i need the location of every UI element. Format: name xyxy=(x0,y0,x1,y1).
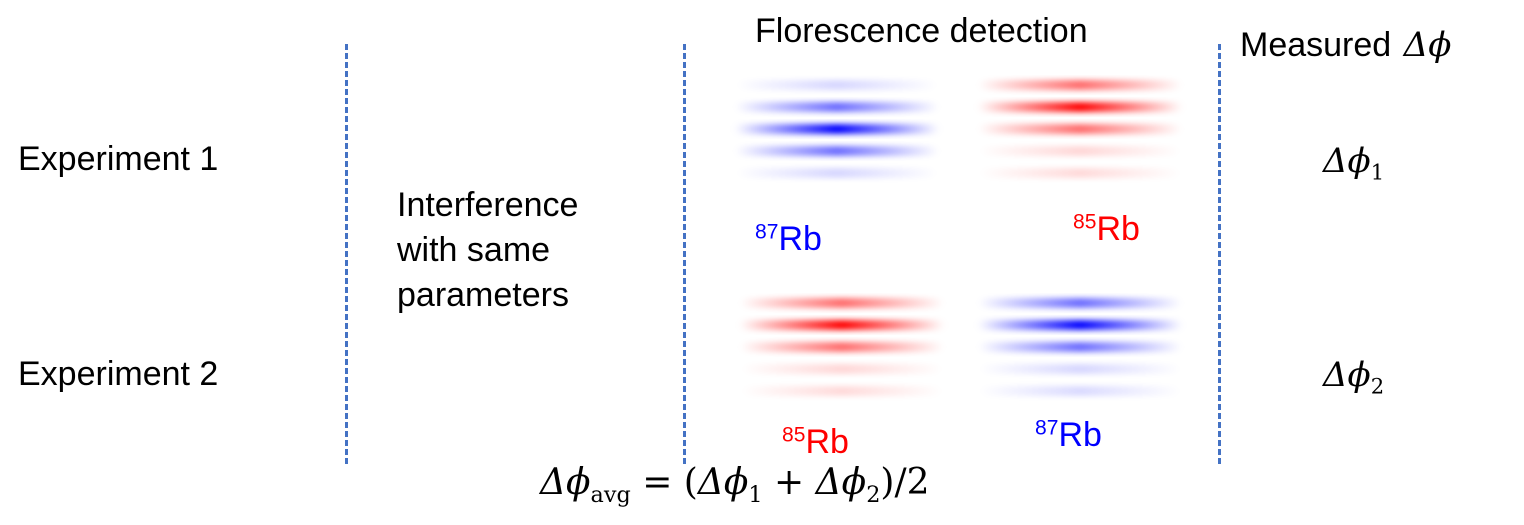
isotope-85-label: 85Rb xyxy=(1073,210,1140,248)
experiment-1-label: Experiment 1 xyxy=(18,140,219,178)
fringe-band xyxy=(735,124,939,134)
fringe-band xyxy=(978,146,1182,156)
species-label-exp2-b: 87Rb xyxy=(1035,416,1102,454)
fringe-band xyxy=(740,298,944,308)
measured-label: Measured xyxy=(1240,26,1392,64)
fringe-band xyxy=(735,168,939,178)
isotope-87-label: 87Rb xyxy=(1035,416,1102,454)
isotope-85-label: 85Rb xyxy=(782,423,849,461)
measured-heading: Measured Δϕ xyxy=(1240,28,1451,62)
fringe-band xyxy=(735,146,939,156)
fringe-band xyxy=(740,386,944,396)
fringe-exp2-a xyxy=(740,298,944,396)
fringe-band xyxy=(735,80,939,90)
detection-heading: Florescence detection xyxy=(755,12,1088,50)
fringe-band xyxy=(735,102,939,112)
interference-note: Interference with same parameters xyxy=(397,183,578,318)
fringe-band xyxy=(978,168,1182,178)
divider-middle xyxy=(683,44,686,464)
fringe-band xyxy=(740,342,944,352)
divider-right xyxy=(1218,44,1221,464)
result-exp2: Δϕ2 xyxy=(1323,355,1385,399)
note-line-2: with same xyxy=(397,231,551,269)
species-label-exp2-a: 85Rb xyxy=(782,423,849,461)
species-label-exp1-a: 87Rb xyxy=(755,220,822,258)
average-formula: Δϕavg = (Δϕ1 + Δϕ2)/2 xyxy=(540,462,930,508)
fringe-band xyxy=(978,124,1182,134)
fringe-exp2-b xyxy=(978,298,1182,396)
fringe-exp1-a xyxy=(735,80,939,178)
fringe-band xyxy=(740,364,944,374)
experiment-2-label: Experiment 2 xyxy=(18,355,219,393)
fringe-band xyxy=(978,102,1182,112)
divider-left xyxy=(345,44,348,464)
measured-symbol: Δϕ xyxy=(1403,25,1452,65)
fringe-band xyxy=(978,342,1182,352)
fringe-band xyxy=(978,298,1182,308)
fringe-band xyxy=(978,386,1182,396)
fringe-band xyxy=(978,364,1182,374)
species-label-exp1-b: 85Rb xyxy=(1073,210,1140,248)
isotope-87-label: 87Rb xyxy=(755,220,822,258)
fringe-band xyxy=(978,80,1182,90)
note-line-1: Interference xyxy=(397,186,579,224)
fringe-band xyxy=(740,320,944,330)
result-exp1: Δϕ1 xyxy=(1323,141,1385,185)
fringe-band xyxy=(978,320,1182,330)
note-line-3: parameters xyxy=(397,276,569,314)
fringe-exp1-b xyxy=(978,80,1182,178)
